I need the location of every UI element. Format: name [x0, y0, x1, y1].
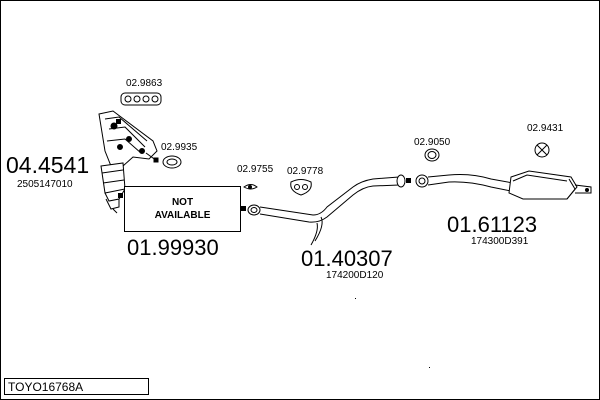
not-available-box: NOT AVAILABLE	[124, 186, 241, 232]
accessory-label-02-9778[interactable]: 02.9778	[287, 166, 324, 177]
section-number-rear-muffler[interactable]: 01.61123	[447, 212, 538, 237]
hanger-02-9431-part	[534, 142, 550, 158]
gasket-02-9863-part	[120, 92, 162, 106]
dot-mark	[525, 240, 526, 241]
dot-mark	[429, 367, 430, 368]
exhaust-manifold-part	[98, 110, 159, 214]
not-available-line2: AVAILABLE	[154, 210, 211, 221]
accessory-label-02-9935[interactable]: 02.9935	[161, 142, 198, 153]
section-code-manifold: 2505147010	[17, 179, 73, 190]
diagram-title: TOYO16768A	[4, 378, 149, 395]
accessory-label-02-9050[interactable]: 02.9050	[414, 137, 451, 148]
accessory-label-02-9431[interactable]: 02.9431	[527, 123, 564, 134]
hanger-02-9778-part	[290, 179, 312, 196]
clamps	[116, 119, 411, 211]
gasket-02-9935-part	[162, 155, 182, 169]
gasket-02-9050-part	[424, 148, 440, 162]
rear-muffler-part	[415, 170, 592, 200]
section-code-rear-muffler: 174300D391	[471, 236, 529, 247]
accessory-label-02-9755[interactable]: 02.9755	[237, 164, 274, 175]
gasket-02-9755-part	[243, 184, 258, 190]
front-pipe-part	[247, 174, 406, 246]
section-number-front-pipe[interactable]: 01.40307	[301, 246, 393, 271]
accessory-label-02-9863[interactable]: 02.9863	[126, 78, 163, 89]
section-number-catalyst[interactable]: 01.99930	[127, 235, 219, 260]
section-code-front-pipe: 174200D120	[326, 270, 384, 281]
not-available-line1: NOT	[171, 197, 194, 208]
dot-mark	[355, 298, 356, 299]
section-number-manifold[interactable]: 04.4541	[6, 152, 90, 178]
